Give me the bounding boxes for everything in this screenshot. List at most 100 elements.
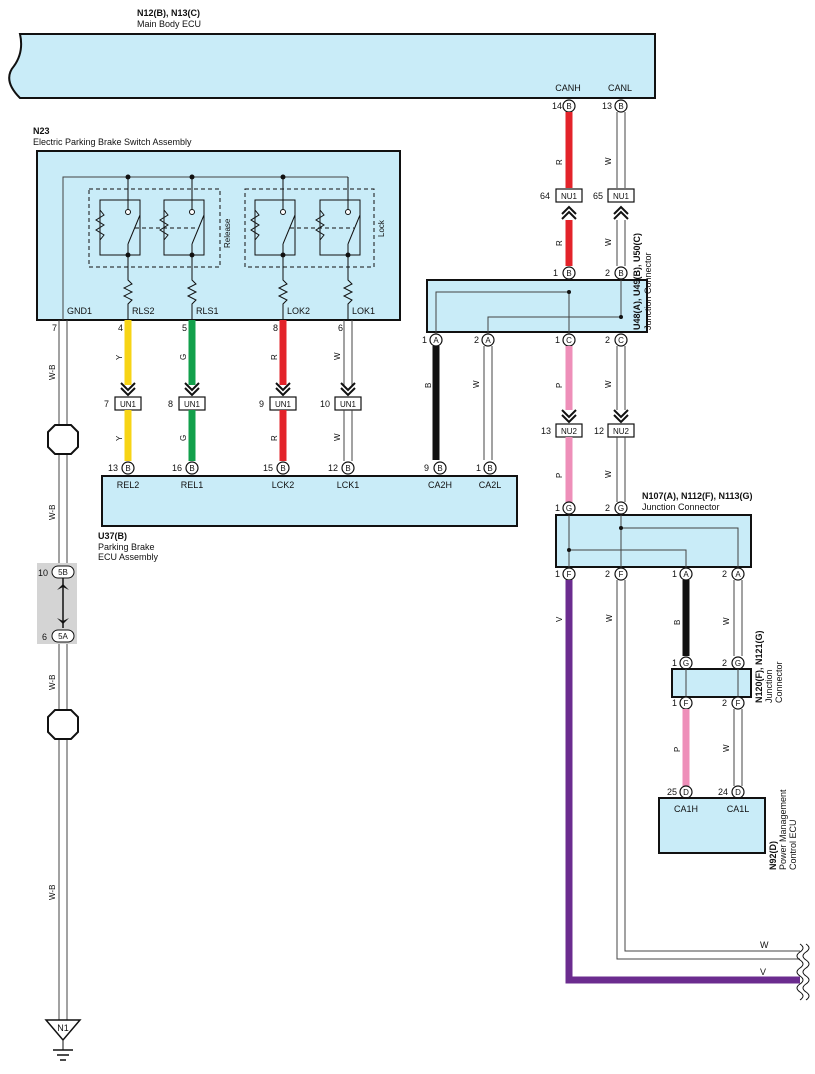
junction-5a-num: 6 [42, 632, 47, 642]
jc2-top-pin-1: G [562, 501, 576, 515]
wire-white-long-a [616, 580, 800, 960]
jc3-bot-pin-2: F [731, 696, 745, 710]
svg-text:B: B [618, 269, 623, 278]
break-mark [796, 943, 804, 1001]
jc2-bot-pin-a1: A [679, 567, 693, 581]
parking-pin-ca2l: B [483, 461, 497, 475]
label-w-8: W [605, 614, 614, 622]
switch-code: N23 [33, 126, 50, 136]
svg-text:G: G [735, 659, 741, 668]
splice-octagon-2 [47, 709, 79, 740]
pm-ecu-name-2: Control ECU [788, 819, 798, 870]
term-lok1: LOK1 [352, 306, 375, 316]
parking-num-9: 9 [424, 463, 429, 473]
jc2-code: N107(A), N112(F), N113(G) [642, 491, 753, 501]
release-group [88, 188, 221, 268]
jc3-bot-pin-1: F [679, 696, 693, 710]
pm-term-ca1l: CA1L [727, 804, 750, 814]
main-body-ecu-box [8, 33, 656, 99]
un1-chevron-3 [275, 382, 291, 397]
svg-text:B: B [566, 269, 571, 278]
jc1-bot-pin-a2: A [481, 333, 495, 347]
un1-pin-8: 8 [168, 399, 173, 409]
lock-group [244, 188, 375, 268]
label-b-1: B [424, 383, 433, 388]
jc2-bot-num-a2: 2 [722, 569, 727, 579]
jc2-node-1 [567, 548, 571, 552]
parking-term-lck2: LCK2 [272, 480, 295, 490]
svg-text:G: G [566, 504, 572, 513]
connector-nu2-b: NU2 [607, 423, 635, 438]
svg-text:UN1: UN1 [120, 400, 137, 409]
jc2-box [555, 514, 752, 568]
release-switch-1 [95, 177, 141, 256]
jc3-top-pin-2: G [731, 656, 745, 670]
ground-n1-label: N1 [57, 1023, 69, 1033]
connector-un1-4: UN1 [334, 396, 362, 411]
svg-text:B: B [566, 102, 571, 111]
svg-text:B: B [618, 102, 623, 111]
jc3-top-num-2: 2 [722, 658, 727, 668]
term-rls1: RLS1 [196, 306, 219, 316]
switch-resistors [122, 255, 354, 320]
svg-text:A: A [683, 570, 689, 579]
parking-pin-lck1: B [341, 461, 355, 475]
jc3-box [671, 668, 752, 698]
jc2-name: Junction Connector [642, 502, 720, 512]
junction-5b-chevron [57, 584, 69, 590]
label-w-6: W [333, 352, 342, 360]
parking-pin-lck2: B [276, 461, 290, 475]
label-wb-4: W-B [48, 885, 57, 900]
jc3-top-pin-1: G [679, 656, 693, 670]
switch-pin-8: 8 [273, 323, 278, 333]
release-label: Release [223, 218, 232, 248]
parking-num-15: 15 [263, 463, 273, 473]
switch-name: Electric Parking Brake Switch Assembly [33, 137, 192, 147]
svg-text:B: B [125, 464, 130, 473]
pm-pin-ca1h: D [679, 785, 693, 799]
svg-text:F: F [684, 699, 689, 708]
jc1-top-pin-number-2: 2 [605, 268, 610, 278]
wire-violet [565, 580, 800, 984]
break-mark-2 [802, 943, 810, 1001]
jc3-bot-num-2: 2 [722, 698, 727, 708]
parking-pin-ca2h: B [433, 461, 447, 475]
parking-num-13: 13 [108, 463, 118, 473]
svg-text:C: C [618, 336, 624, 345]
parking-num-16: 16 [172, 463, 182, 473]
un1-pin-10: 10 [320, 399, 330, 409]
nu2-chevron-b [613, 409, 629, 424]
svg-text:F: F [619, 570, 624, 579]
un1-chevron-4 [340, 382, 356, 397]
junction-5a-chevron [57, 618, 69, 624]
jc2-bot-pin-f1: F [562, 567, 576, 581]
jc1-internal-l [487, 280, 622, 339]
switch-gnd-line [62, 176, 348, 320]
jc2-internal-l [620, 515, 739, 573]
parking-ecu-code: U37(B) [98, 531, 127, 541]
canl-label: CANL [608, 83, 632, 93]
label-w-10: W [722, 617, 731, 625]
connector-nu2-a: NU2 [555, 423, 583, 438]
connector-un1-2: UN1 [178, 396, 206, 411]
label-w-7: W [333, 433, 342, 441]
jc1-code: U48(A), U49(B), U50(C) [632, 233, 642, 330]
pm-term-ca1h: CA1H [674, 804, 698, 814]
connector-nu1-b: NU1 [607, 188, 635, 203]
label-g-1: G [179, 354, 188, 360]
main-ecu-pin-canh: B [562, 99, 576, 113]
jc3-bot-num-1: 1 [672, 698, 677, 708]
svg-text:B: B [437, 464, 442, 473]
jc3-code: N120(F), N121(G) [754, 630, 764, 703]
svg-text:UN1: UN1 [275, 400, 292, 409]
svg-text:5A: 5A [58, 632, 68, 641]
nu1-chevron-b [613, 205, 629, 220]
svg-text:G: G [618, 504, 624, 513]
svg-text:NU1: NU1 [613, 192, 630, 201]
term-lok2: LOK2 [287, 306, 310, 316]
parking-term-rel2: REL2 [117, 480, 140, 490]
svg-text:UN1: UN1 [340, 400, 357, 409]
label-wb-1: W-B [48, 365, 57, 380]
switch-pin-4: 4 [118, 323, 123, 333]
term-rls2: RLS2 [132, 306, 155, 316]
